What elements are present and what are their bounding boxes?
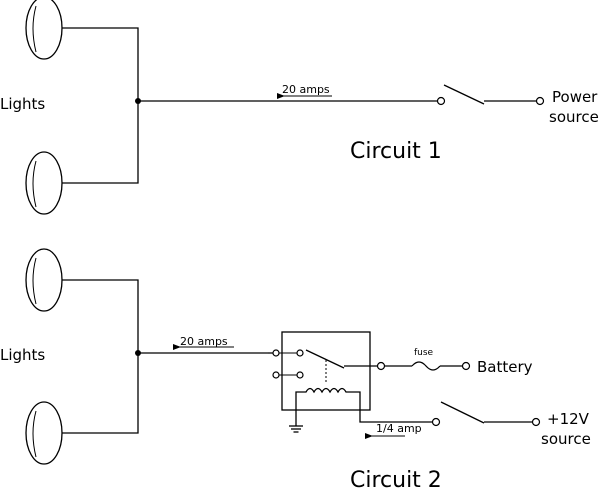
voltage-source-label: +12V (547, 410, 590, 428)
power-source-label: source (549, 108, 599, 126)
lights-label: Lights (0, 95, 45, 113)
wire-junction (135, 350, 141, 356)
current-label: 20 amps (282, 83, 330, 96)
lamp-wire (62, 27, 139, 184)
light-bulb-icon (25, 151, 63, 215)
circuit-1: 20 amps Lights Power source Circuit 1 (0, 0, 599, 215)
lamp-wire (62, 279, 139, 434)
battery-label: Battery (477, 358, 533, 376)
lights-label: Lights (0, 346, 45, 364)
fuse-label: fuse (414, 348, 434, 358)
circuit-title: Circuit 1 (350, 139, 442, 164)
relay-icon (268, 331, 377, 411)
wire-junction (135, 98, 141, 104)
fuse-icon (411, 361, 441, 371)
circuit-title: Circuit 2 (350, 468, 442, 489)
light-bulb-icon (25, 0, 63, 60)
switch-icon (436, 84, 545, 106)
voltage-source-label: source (541, 430, 591, 448)
circuit-2: 20 amps fuse Ba (0, 248, 591, 489)
light-bulb-icon (25, 401, 63, 465)
coil-current-label: 1/4 amp (376, 422, 422, 435)
current-label: 20 amps (180, 335, 228, 348)
light-bulb-icon (25, 248, 63, 312)
power-source-label: Power (552, 88, 598, 106)
switch-icon (440, 401, 541, 427)
ground-icon (289, 410, 303, 433)
